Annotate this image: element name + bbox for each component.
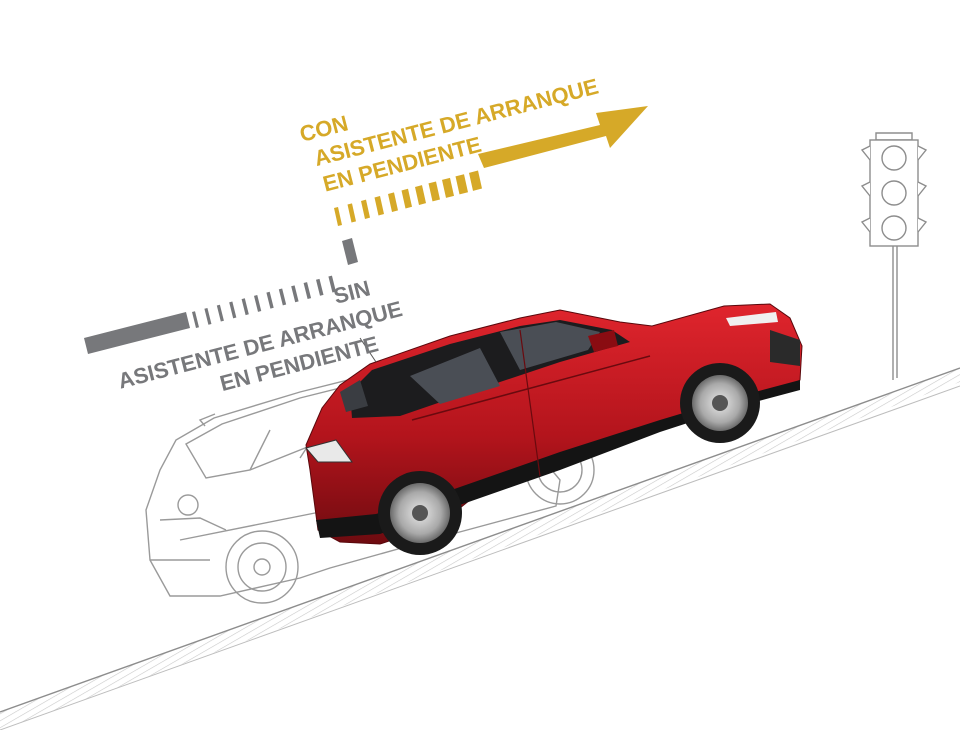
traffic-light-icon xyxy=(860,132,928,380)
bar-stripe xyxy=(401,188,412,209)
bar-stripe xyxy=(192,311,199,328)
bar-stripe xyxy=(278,288,287,306)
red-suv-with-assist xyxy=(305,303,803,555)
with-assist-label: CON ASISTENTE DE ARRANQUE EN PENDIENTE xyxy=(297,74,601,197)
bar-stripe xyxy=(204,307,212,325)
bar-stripe xyxy=(455,174,468,195)
bar-stripe xyxy=(334,206,342,226)
bar-stripe xyxy=(216,304,224,322)
arrow-right-icon xyxy=(478,106,648,168)
bar-stripe xyxy=(291,285,299,303)
without-assist-progress-bar xyxy=(84,238,377,363)
bar-stripe xyxy=(347,203,356,223)
bar-stripe xyxy=(266,291,274,309)
bar-stripe xyxy=(316,278,324,296)
bar-stripe xyxy=(361,199,370,219)
bar-stripe xyxy=(415,185,426,205)
with-assist-progress-bar xyxy=(334,106,648,226)
bar-stripe xyxy=(469,170,482,191)
bar-stripe xyxy=(254,295,262,312)
bar-stripe xyxy=(374,196,384,216)
sloped-road xyxy=(0,367,960,730)
bar-stripe xyxy=(229,301,237,319)
bar-stripe xyxy=(428,181,440,202)
bar-stripe xyxy=(388,192,398,212)
bar-stripe xyxy=(328,275,336,293)
bar-stripe xyxy=(442,177,454,198)
bar-stripe xyxy=(241,298,249,316)
bar-stripe xyxy=(303,282,312,299)
